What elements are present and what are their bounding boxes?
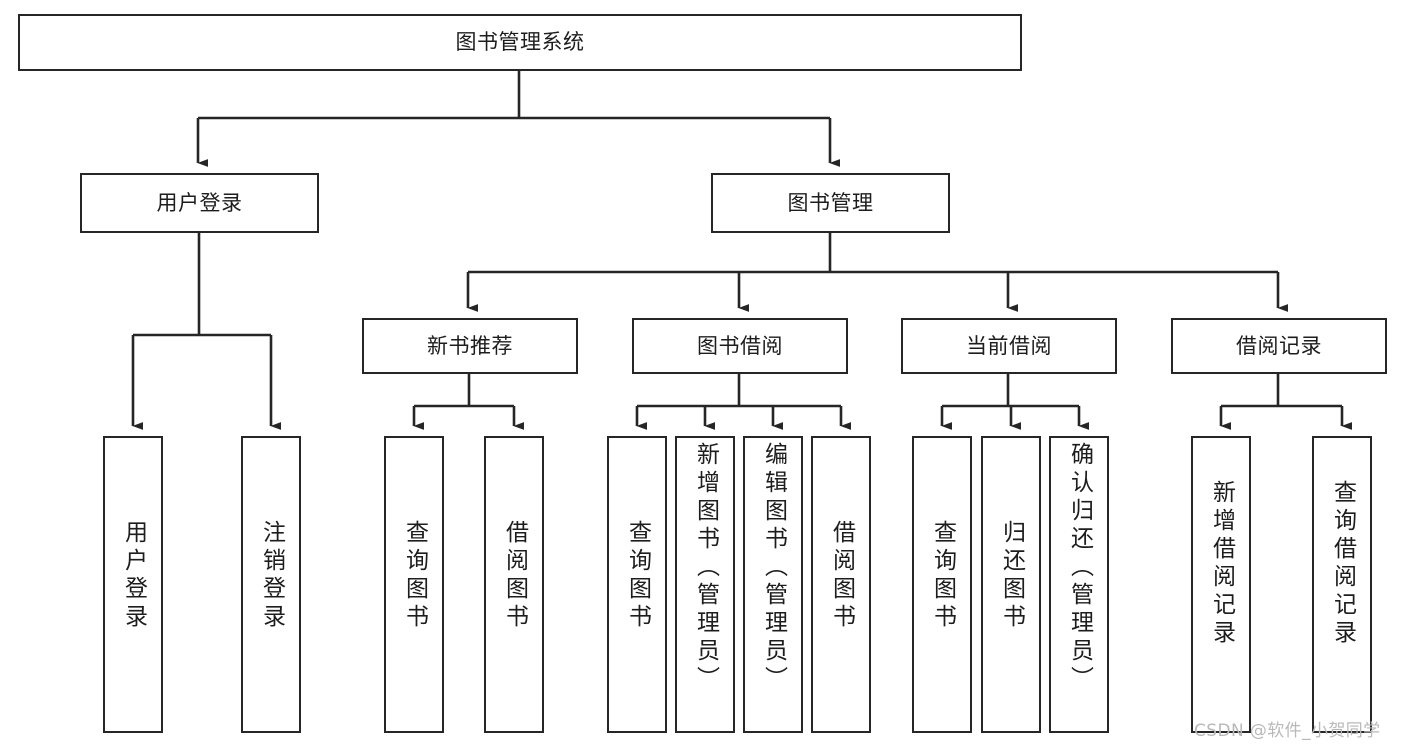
node-leaf-query-borrow-record[interactable]: 查询借阅记录 bbox=[1312, 436, 1372, 733]
node-new-book-recommend[interactable]: 新书推荐 bbox=[362, 318, 578, 374]
node-label: 借阅图书 bbox=[828, 520, 855, 632]
node-user-login[interactable]: 用户登录 bbox=[80, 173, 319, 233]
node-label: 图书管理系统 bbox=[455, 30, 585, 55]
node-leaf-edit-book-admin[interactable]: 编辑图书（管理员） bbox=[743, 436, 803, 733]
node-label: 查询图书 bbox=[401, 520, 428, 632]
node-label: 新增借阅记录 bbox=[1208, 480, 1235, 648]
node-book-management[interactable]: 图书管理 bbox=[711, 173, 950, 233]
node-leaf-logout[interactable]: 注销登录 bbox=[241, 436, 301, 733]
node-label: 查询图书 bbox=[929, 520, 956, 632]
node-leaf-query-book-recommend[interactable]: 查询图书 bbox=[384, 436, 444, 733]
node-label: 查询图书 bbox=[624, 520, 651, 632]
node-leaf-confirm-return-admin[interactable]: 确认归还（管理员） bbox=[1049, 436, 1109, 733]
node-book-borrow[interactable]: 图书借阅 bbox=[632, 318, 848, 374]
node-label: 用户登录 bbox=[120, 520, 147, 632]
node-label: 查询借阅记录 bbox=[1329, 480, 1356, 648]
node-current-borrow[interactable]: 当前借阅 bbox=[901, 318, 1117, 374]
node-leaf-borrow-book[interactable]: 借阅图书 bbox=[811, 436, 871, 733]
node-label: 归还图书 bbox=[998, 520, 1025, 632]
node-label: 用户登录 bbox=[156, 190, 243, 215]
node-root-book-management-system[interactable]: 图书管理系统 bbox=[18, 14, 1022, 71]
node-label: 图书管理 bbox=[787, 190, 874, 215]
node-label: 新增图书（管理员） bbox=[692, 442, 719, 694]
node-label: 当前借阅 bbox=[966, 333, 1052, 358]
node-leaf-add-borrow-record[interactable]: 新增借阅记录 bbox=[1191, 436, 1251, 733]
node-label: 确认归还（管理员） bbox=[1066, 442, 1093, 694]
node-leaf-borrow-book-recommend[interactable]: 借阅图书 bbox=[484, 436, 544, 733]
node-label: 图书借阅 bbox=[697, 333, 783, 358]
node-leaf-return-book[interactable]: 归还图书 bbox=[981, 436, 1041, 733]
node-label: 注销登录 bbox=[258, 520, 285, 632]
node-leaf-user-login[interactable]: 用户登录 bbox=[103, 436, 163, 733]
watermark-text: CSDN @软件_小贺同学 bbox=[1194, 721, 1381, 741]
node-leaf-query-book-borrow[interactable]: 查询图书 bbox=[607, 436, 667, 733]
node-borrow-record[interactable]: 借阅记录 bbox=[1171, 318, 1387, 374]
node-leaf-query-book-current[interactable]: 查询图书 bbox=[912, 436, 972, 733]
node-label: 借阅记录 bbox=[1236, 333, 1322, 358]
node-label: 借阅图书 bbox=[501, 520, 528, 632]
node-leaf-add-book-admin[interactable]: 新增图书（管理员） bbox=[675, 436, 735, 733]
node-label: 编辑图书（管理员） bbox=[760, 442, 787, 694]
node-label: 新书推荐 bbox=[427, 333, 513, 358]
